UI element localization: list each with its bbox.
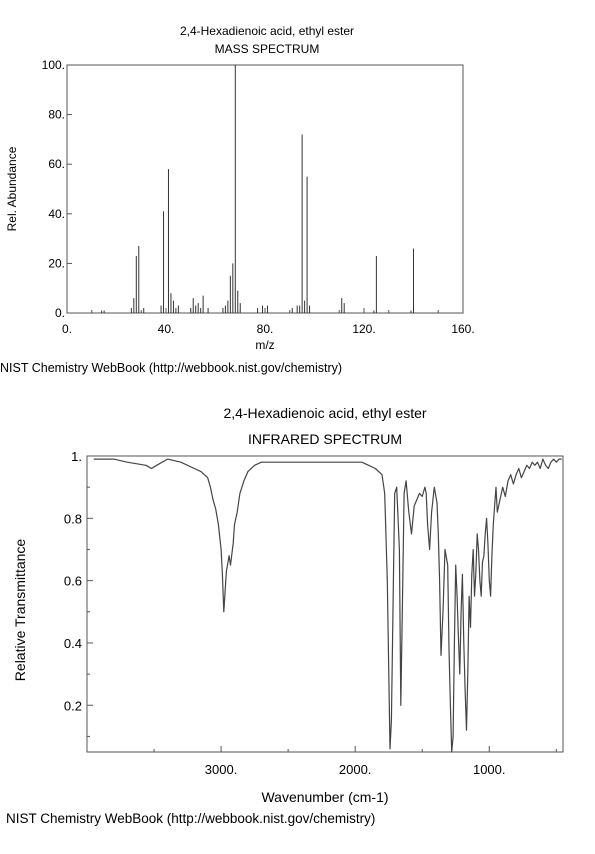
ir-spectrum-line: [93, 458, 562, 753]
ir-y-tick-label: 0.4: [64, 636, 82, 651]
mass-spectrum-chart: 2,4-Hexadienoic acid, ethyl ester MASS S…: [0, 24, 475, 375]
ms-x-axis: 0. 40. 80. 120. 160.: [62, 308, 475, 336]
ms-y-tick-label: 80.: [48, 108, 65, 122]
ir-y-tick-label: 0.8: [64, 511, 82, 526]
infrared-spectrum-chart: 2,4-Hexadienoic acid, ethyl ester INFRAR…: [6, 405, 564, 826]
ms-y-tick-label: 0.: [55, 306, 65, 320]
ir-x-tick-label: 1000.: [473, 762, 506, 777]
ms-bars: [101, 65, 414, 313]
ir-x-tick-label: 3000.: [205, 762, 238, 777]
ir-title: 2,4-Hexadienoic acid, ethyl ester: [223, 405, 426, 421]
ms-subtitle: MASS SPECTRUM: [215, 42, 320, 56]
ir-subtitle: INFRARED SPECTRUM: [248, 431, 402, 447]
ir-y-tick-label: 0.2: [64, 698, 82, 713]
ms-x-tick-label: 120.: [352, 322, 375, 336]
ir-x-axis: 3000. 2000. 1000.: [153, 746, 557, 777]
ms-y-tick-label: 100.: [42, 58, 65, 72]
ir-plot-frame: [86, 455, 564, 753]
ir-source-credit: NIST Chemistry WebBook (http://webbook.n…: [6, 811, 375, 826]
ms-y-axis-label: Rel. Abundance: [5, 146, 19, 231]
ms-x-tick-label: 0.: [62, 322, 72, 336]
ms-x-tick-label: 160.: [451, 322, 474, 336]
ir-y-tick-label: 1.: [71, 449, 82, 464]
ir-y-axis: 0.2 0.4 0.6 0.8 1.: [64, 449, 93, 737]
ms-x-axis-label: m/z: [255, 338, 274, 352]
ms-title: 2,4-Hexadienoic acid, ethyl ester: [180, 24, 354, 38]
ms-source-credit: NIST Chemistry WebBook (http://webbook.n…: [0, 361, 342, 375]
ms-y-tick-label: 60.: [48, 157, 65, 171]
ms-y-tick-label: 20.: [48, 256, 65, 270]
ms-x-tick-label: 80.: [257, 322, 274, 336]
ms-y-tick-label: 40.: [48, 207, 65, 221]
ir-trace: [93, 458, 562, 753]
ir-y-tick-label: 0.6: [64, 574, 82, 589]
ir-x-axis-label: Wavenumber (cm-1): [261, 789, 388, 805]
ir-y-axis-label: Relative Transmittance: [12, 539, 28, 682]
ms-y-axis: 0. 20. 40. 60. 80. 100.: [42, 58, 72, 320]
ir-x-tick-label: 2000.: [339, 762, 372, 777]
ms-plot-frame: [66, 64, 464, 314]
ms-x-tick-label: 40.: [158, 322, 175, 336]
